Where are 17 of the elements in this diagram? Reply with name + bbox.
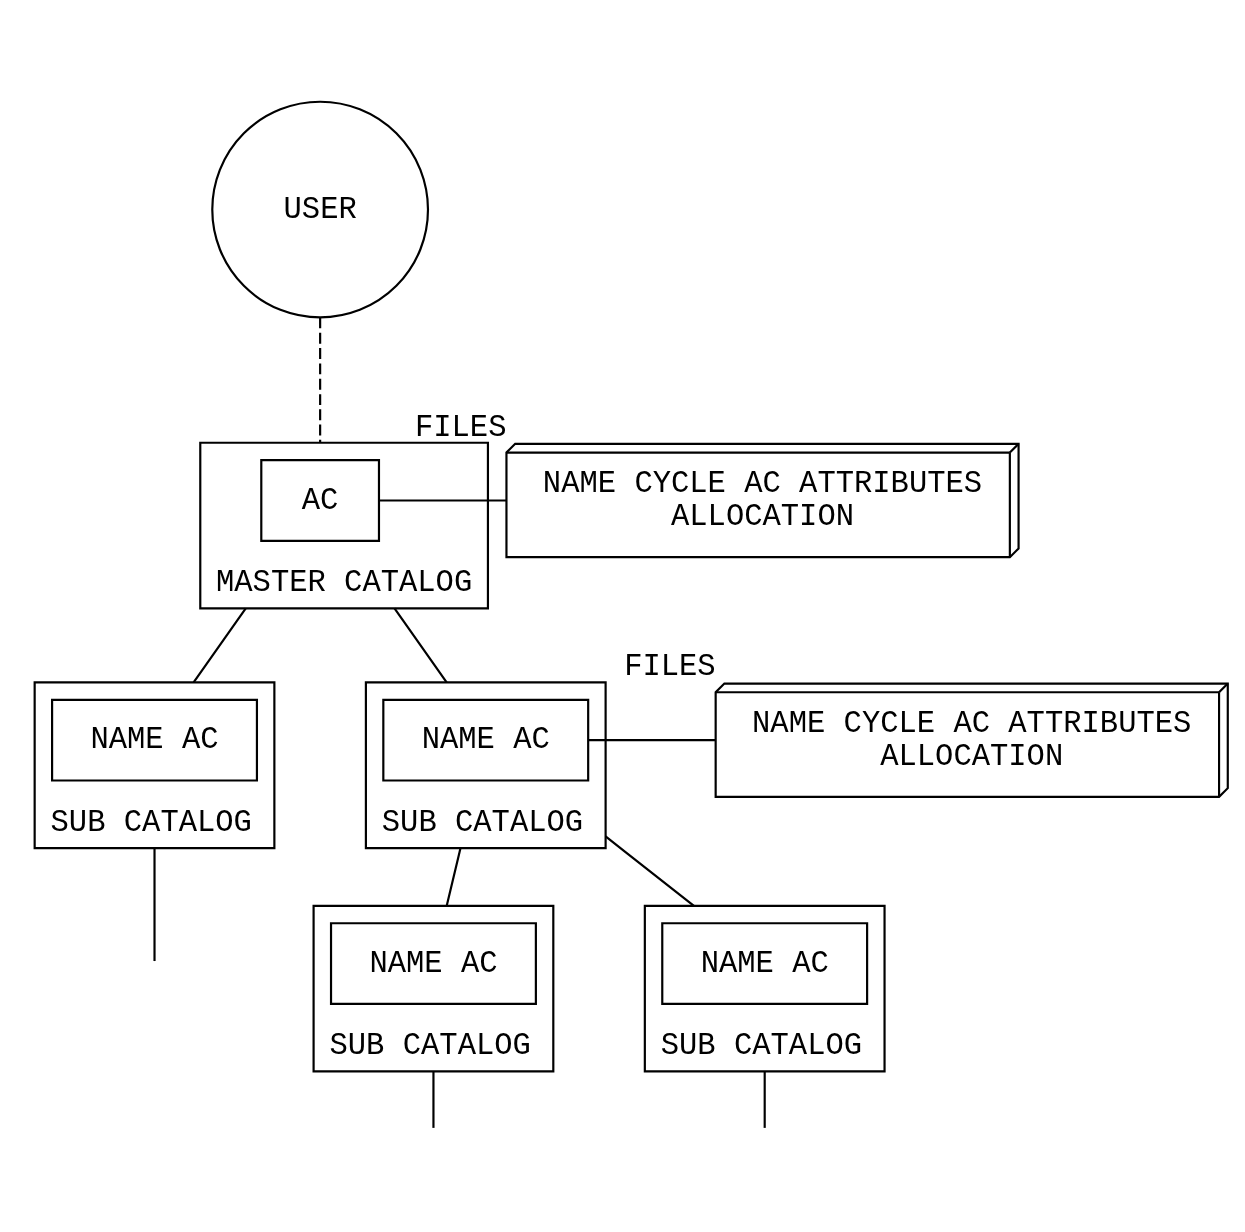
- connector: [604, 835, 695, 907]
- connector: [319, 317, 322, 443]
- connector: [192, 607, 247, 684]
- node-box: NAME AC: [329, 922, 537, 1005]
- connector: [432, 1071, 435, 1128]
- connector: [588, 739, 716, 742]
- connector: [393, 607, 448, 684]
- node-box: NAME AC: [382, 698, 590, 782]
- node-box: NAME AC: [51, 698, 259, 782]
- node-box: AC: [260, 459, 381, 542]
- node-box: NAME AC: [661, 922, 869, 1005]
- connector: [763, 1071, 766, 1128]
- node-label: FILES: [624, 650, 716, 685]
- connector: [153, 848, 156, 962]
- connector: [445, 847, 462, 907]
- connector: [379, 499, 507, 502]
- node-circle: USER: [211, 100, 430, 319]
